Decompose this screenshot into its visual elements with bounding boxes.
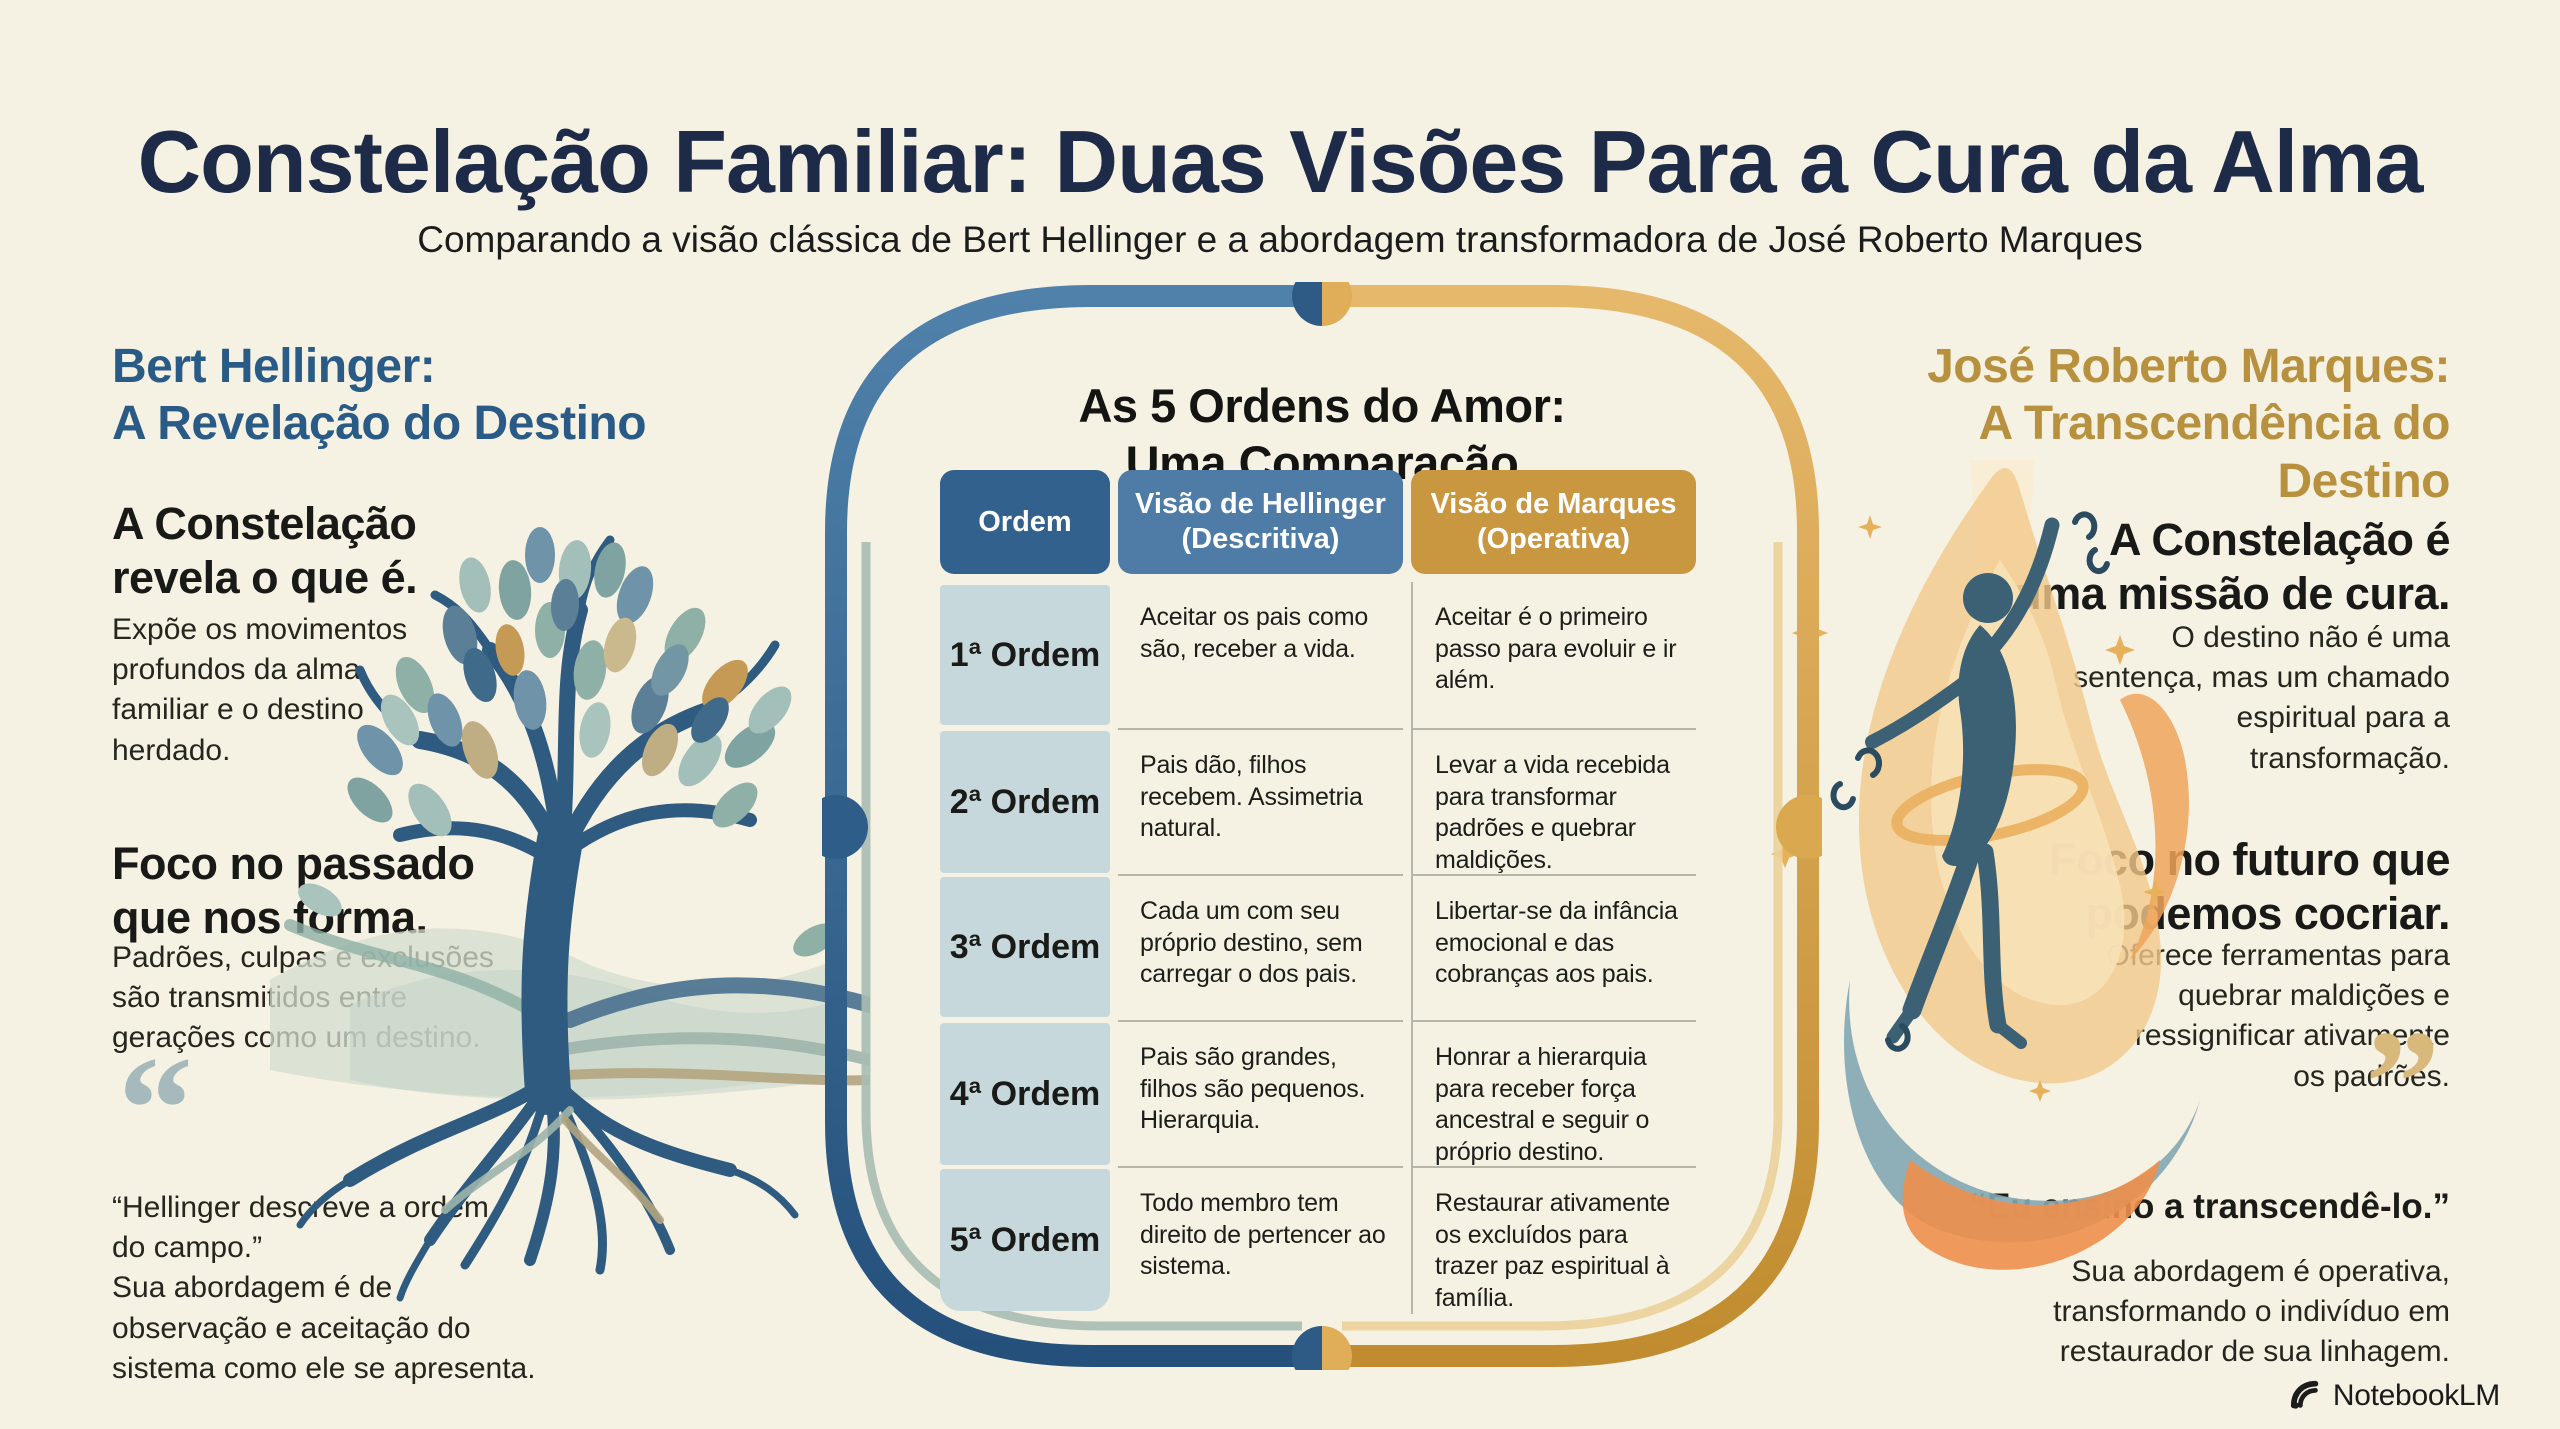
hellinger-cell: Aceitar os pais como são, receber a vida…	[1140, 603, 1369, 663]
marques-block2-text: Oferece ferramentas para quebrar maldiçõ…	[2107, 939, 2451, 1093]
right-node	[1776, 795, 1822, 859]
figure-silhouette	[1865, 517, 2060, 1049]
column-header-marques: Visão de Marques (Operativa)	[1411, 470, 1696, 574]
close-quote-icon: ”	[2365, 1000, 2440, 1166]
marques-heading: José Roberto Marques: A Transcendência d…	[1927, 339, 2450, 509]
hellinger-cell: Todo membro tem direito de pertencer ao …	[1118, 1166, 1403, 1314]
table-row: 1ª Ordem Aceitar os pais como são, receb…	[940, 582, 1696, 728]
column-header-hellinger: Visão de Hellinger (Descritiva)	[1118, 470, 1403, 574]
hellinger-block1-title: A Constelação revela o que é.	[112, 498, 418, 603]
order-label: 5ª Ordem	[940, 1169, 1110, 1311]
notebooklm-logo-icon	[2290, 1380, 2319, 1409]
notebooklm-watermark: NotebookLM	[2289, 1379, 2500, 1413]
table-header-row: Ordem Visão de Hellinger (Descritiva) Vi…	[940, 470, 1696, 574]
marques-cell: Levar a vida recebida para transformar p…	[1411, 728, 1696, 876]
table-row: 5ª Ordem Todo membro tem direito de pert…	[940, 1166, 1696, 1314]
leaping-figure-illustration	[1771, 460, 2200, 1270]
order-label: 3ª Ordem	[940, 877, 1110, 1017]
hellinger-block1-text: Expõe os movimentos profundos da alma fa…	[112, 613, 408, 767]
broken-chains	[1830, 511, 2110, 1052]
hellinger-cell: Pais dão, filhos recebem. Assimetria nat…	[1118, 728, 1403, 876]
hellinger-heading: Bert Hellinger: A Revelação do Destino	[112, 339, 647, 451]
marques-cell: Aceitar é o primeiro passo para evoluir …	[1411, 582, 1696, 728]
tree-roots	[296, 1073, 799, 1302]
order-label: 2ª Ordem	[940, 731, 1110, 873]
comparison-table: Ordem Visão de Hellinger (Descritiva) Vi…	[940, 470, 1696, 1314]
marques-cell: Restaurar ativamente os excluídos para t…	[1411, 1166, 1696, 1314]
order-label: 1ª Ordem	[940, 585, 1110, 725]
marques-quote-text: Sua abordagem é operativa, transformando…	[2053, 1255, 2450, 1369]
column-header-ordem: Ordem	[940, 470, 1110, 574]
marques-block1-text: O destino não é uma sentença, mas um cha…	[2073, 621, 2450, 775]
left-node	[822, 795, 868, 859]
marques-cell: Libertar-se da infância emocional e das …	[1411, 874, 1696, 1020]
comparison-frame	[822, 282, 1822, 1370]
table-row: 2ª Ordem Pais dão, filhos recebem. Assim…	[940, 728, 1696, 876]
open-quote-icon: “	[118, 1026, 193, 1192]
top-node	[1292, 282, 1352, 326]
order-label: 4ª Ordem	[940, 1023, 1110, 1165]
watermark-label: NotebookLM	[2332, 1379, 2500, 1412]
page-subtitle: Comparando a visão clássica de Bert Hell…	[417, 219, 2143, 260]
bottom-node	[1292, 1326, 1352, 1370]
page-title: Constelação Familiar: Duas Visões Para a…	[137, 111, 2424, 211]
hellinger-block2-title: Foco no passado que nos forma.	[112, 838, 475, 943]
tree-illustration	[270, 527, 870, 1302]
table-row: 4ª Ordem Pais são grandes, filhos são pe…	[940, 1020, 1696, 1168]
orange-swirl	[1902, 1160, 2160, 1270]
marques-cell: Honrar a hierarquia para receber força a…	[1411, 1020, 1696, 1168]
table-row: 3ª Ordem Cada um com seu próprio destino…	[940, 874, 1696, 1020]
hellinger-cell: Pais são grandes, filhos são pequenos. H…	[1118, 1020, 1403, 1168]
hellinger-cell: Cada um com seu próprio destino, sem car…	[1118, 874, 1403, 1020]
tree-leaves	[298, 527, 837, 957]
hellinger-quote: “Hellinger descreve a ordem do campo.” S…	[112, 1191, 536, 1385]
